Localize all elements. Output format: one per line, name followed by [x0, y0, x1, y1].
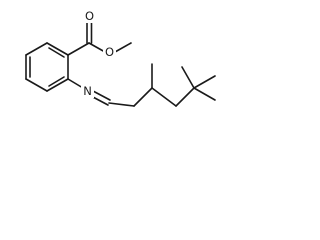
svg-text:N: N	[83, 84, 92, 98]
benzene-ring	[25, 42, 69, 92]
chain-bond-2	[133, 87, 153, 107]
chain-bond-4	[175, 87, 195, 107]
carbonyl-to-ester-o-bond	[88, 42, 106, 53]
ring-bond-4	[25, 78, 48, 92]
ring-inner-double-2	[48, 76, 65, 87]
methyl-ester-group	[67, 21, 132, 56]
tert-butyl-bond-up	[181, 66, 195, 89]
svg-text:O: O	[85, 9, 94, 23]
ring-bond-3	[46, 78, 69, 92]
ring-inner-double-1	[48, 47, 65, 58]
structure-canvas: O O N	[0, 0, 235, 148]
ring-bond-6	[25, 42, 48, 56]
tert-butyl-bond-down	[193, 87, 216, 101]
ring-to-nitrogen-bond	[67, 78, 84, 89]
chain-bond-1	[108, 102, 135, 107]
atom-label-imine-nitrogen: N	[81, 84, 94, 98]
ring-bond-1	[46, 42, 69, 56]
ester-o-to-methyl-bond	[114, 42, 132, 53]
imine-alkyl-chain	[67, 63, 216, 107]
tert-butyl-bond-right	[193, 75, 216, 89]
atom-label-carbonyl-oxygen: O	[83, 9, 96, 23]
chain-bond-3	[151, 87, 177, 107]
ring-to-carbonyl-bond	[67, 42, 90, 56]
svg-text:O: O	[105, 45, 114, 59]
imine-double-bond-b	[92, 90, 111, 101]
chemical-structure: O O N	[25, 9, 216, 107]
atom-label-ester-oxygen: O	[103, 45, 116, 59]
